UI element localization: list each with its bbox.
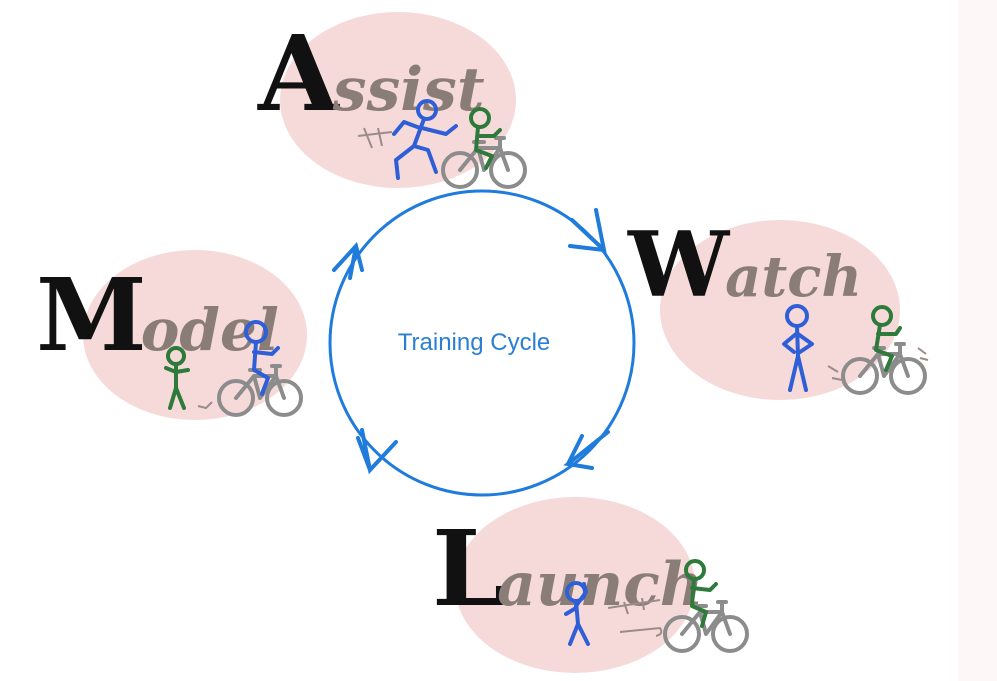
assist-rider-figure bbox=[469, 107, 502, 170]
launch-initial: L bbox=[432, 507, 505, 630]
right-edge-strip bbox=[958, 0, 997, 681]
model-motion-lines bbox=[197, 401, 213, 410]
assist-initial: A bbox=[257, 12, 340, 135]
watch-coach-figure bbox=[782, 304, 814, 392]
cycle-arrow-bottom-left bbox=[356, 428, 398, 475]
launch-rider-figure bbox=[684, 559, 718, 628]
assist-blob bbox=[280, 12, 516, 188]
watch-blob bbox=[660, 220, 900, 400]
model-coach-figure bbox=[244, 320, 280, 396]
assist-motion-lines bbox=[357, 127, 393, 149]
watch-rider-figure bbox=[871, 305, 902, 372]
model-initial: M bbox=[36, 256, 147, 374]
assist-coach-figure bbox=[392, 99, 458, 180]
assist-illustration bbox=[357, 99, 527, 189]
center-label: Training Cycle bbox=[398, 329, 551, 356]
cycle-ring bbox=[328, 189, 636, 497]
assist-word: Assist bbox=[257, 12, 485, 135]
launch-illustration bbox=[564, 559, 749, 653]
cycle-arrow-top-right bbox=[568, 208, 608, 256]
watch-motion-lines bbox=[827, 347, 929, 381]
watch-word: Watch bbox=[627, 212, 862, 318]
model-child-figure bbox=[164, 346, 190, 410]
cycle-arrow-top-left bbox=[332, 241, 364, 280]
launch-rest: aunch bbox=[497, 550, 703, 620]
watch-illustration bbox=[782, 304, 929, 395]
launch-coach-figure bbox=[564, 581, 590, 646]
launch-motion-lines bbox=[607, 597, 663, 637]
launch-word: Launch bbox=[432, 507, 703, 630]
watch-initial: W bbox=[627, 212, 731, 318]
model-illustration bbox=[164, 320, 303, 417]
watch-rest: atch bbox=[725, 244, 862, 310]
cycle-arrow-bottom-right bbox=[563, 430, 610, 470]
assist-rest: ssist bbox=[332, 55, 485, 125]
